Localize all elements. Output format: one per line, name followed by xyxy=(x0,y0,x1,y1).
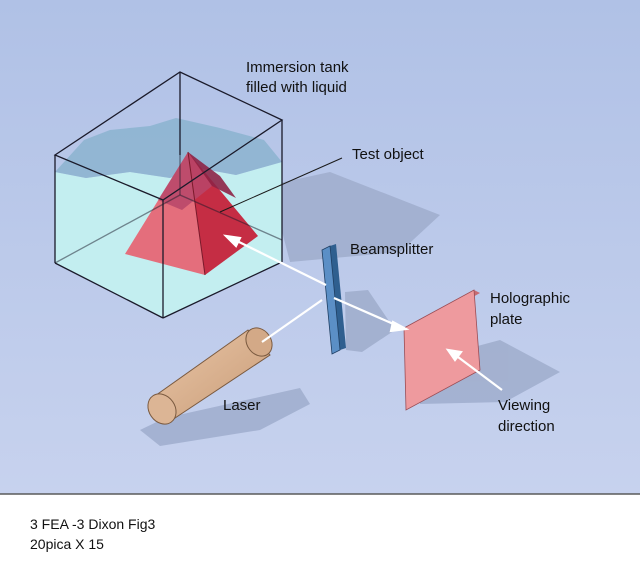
beamsplitter-label: Beamsplitter xyxy=(350,241,433,258)
laser-beam xyxy=(261,299,323,343)
test-object-pyramid xyxy=(125,151,258,276)
beamsplitter xyxy=(321,244,346,355)
beamsplitter-side xyxy=(330,244,346,350)
pyramid-edge xyxy=(187,151,206,276)
plate-label-line2: plate xyxy=(490,311,523,328)
holographic-plate xyxy=(403,289,481,411)
laser-far-cap xyxy=(245,327,273,357)
light-beams xyxy=(222,234,503,391)
tank-liquid-surface xyxy=(55,118,282,178)
caption-line-1: 3 FEA -3 Dixon Fig3 xyxy=(30,516,156,532)
laser-label: Laser xyxy=(223,397,261,414)
pyramid-tip-right xyxy=(188,152,236,198)
immersion-tank xyxy=(53,71,284,319)
tank-label-line1: Immersion tank xyxy=(246,59,349,76)
laser-end-cap xyxy=(147,393,177,425)
viewing-label-line1: Viewing xyxy=(498,397,550,414)
reflected-beam xyxy=(333,296,399,328)
test-object-label: Test object xyxy=(352,146,425,163)
shadows xyxy=(140,172,560,446)
object-beam-arrowhead xyxy=(222,234,242,248)
viewing-arrow xyxy=(453,353,503,391)
caption-line-2: 20pica X 15 xyxy=(30,536,104,552)
laser-shadow xyxy=(140,388,310,446)
beamsplitter-shadow xyxy=(345,290,395,352)
viewing-label-line2: direction xyxy=(498,418,555,435)
tank-label-line2: filled with liquid xyxy=(246,79,347,96)
plate-label-line1: Holographic xyxy=(490,290,571,307)
tank-edges xyxy=(53,71,284,319)
plate-face xyxy=(403,289,481,411)
test-object-leader xyxy=(219,157,343,213)
object-beam xyxy=(232,238,327,286)
beamsplitter-face xyxy=(321,245,341,355)
leader-lines xyxy=(219,157,343,213)
reflected-beam-arrowhead xyxy=(389,320,410,333)
pyramid-tip-left xyxy=(158,152,212,210)
tank-shadow xyxy=(270,172,440,262)
viewing-arrowhead xyxy=(445,348,463,362)
holography-diagram: Immersion tank filled with liquid Test o… xyxy=(0,0,640,495)
laser xyxy=(147,327,273,425)
